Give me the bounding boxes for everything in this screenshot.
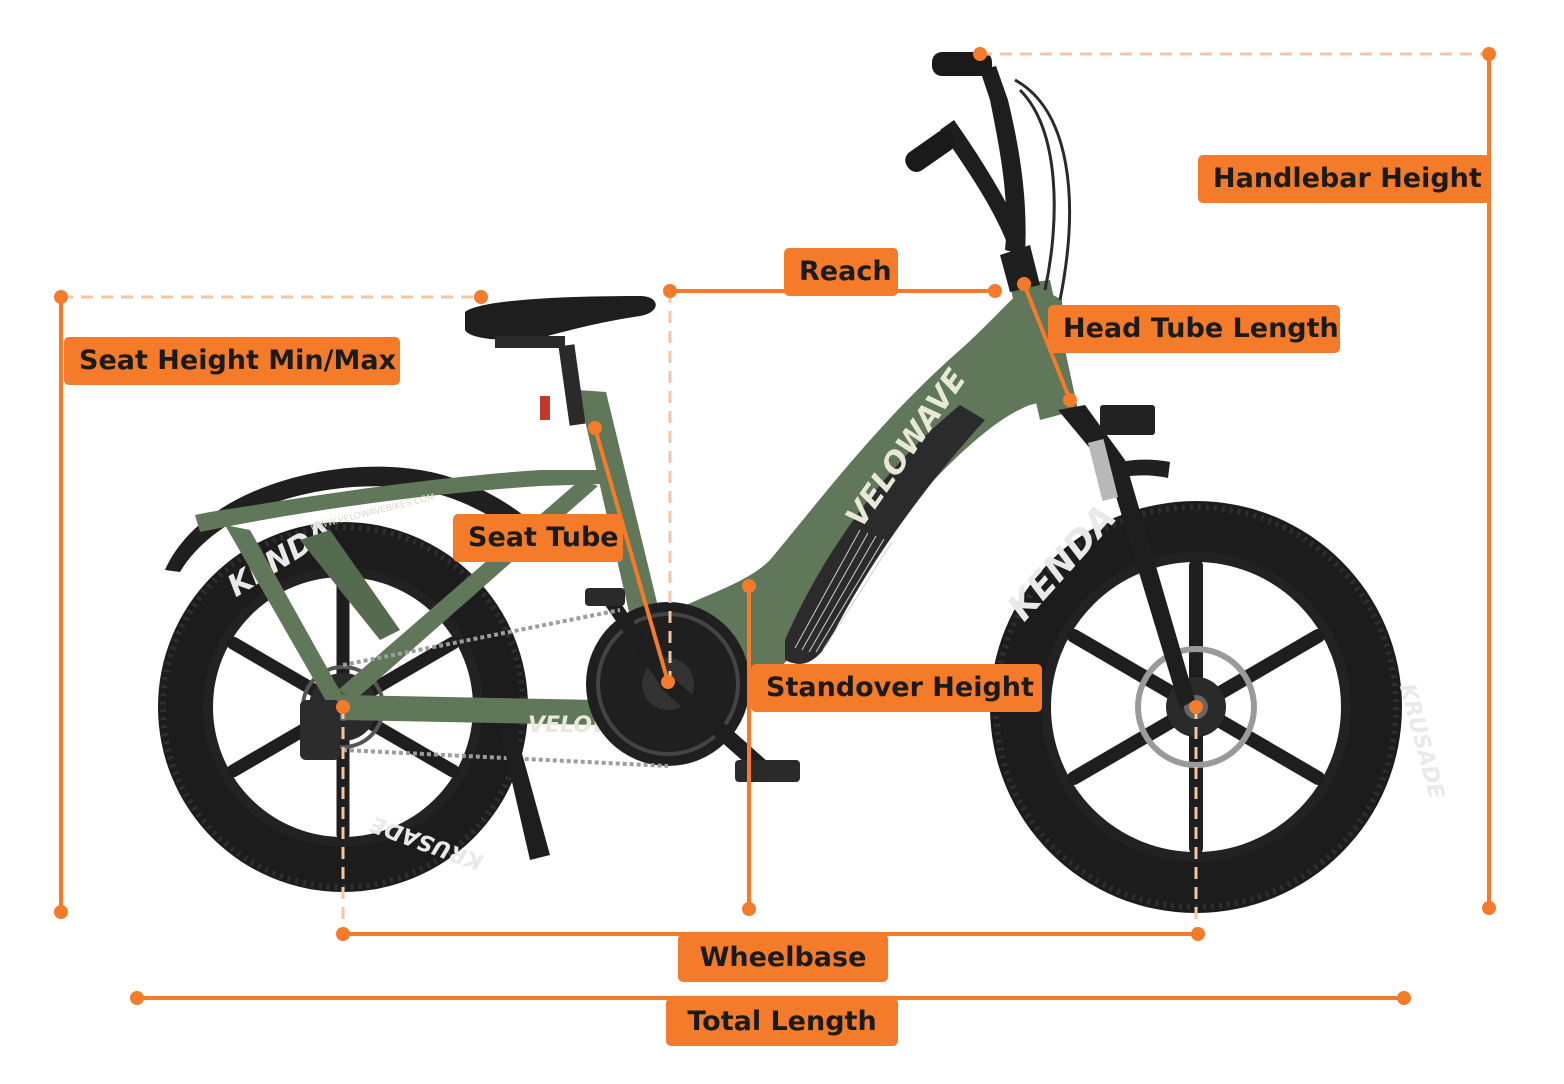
handlebar-height-top-dot: [1482, 47, 1496, 61]
wheelbase-right-dot: [1191, 927, 1205, 941]
seat-height-top-dot: [54, 290, 68, 304]
standover-top-dot: [742, 579, 756, 593]
label-seat-height: Seat Height Min/Max: [64, 337, 400, 385]
head-tube-line: [1022, 283, 1072, 401]
seat-tube-top-dot: [588, 421, 602, 435]
rear-axle-dot: [336, 700, 350, 714]
seat-tube-line: [593, 427, 670, 683]
label-handlebar-height: Handlebar Height: [1198, 155, 1490, 203]
tail-light: [540, 396, 550, 420]
front-wheel: KENDA KRUSADE: [990, 497, 1448, 913]
fork-stanchion: [1087, 438, 1119, 502]
reach-right-dot: [988, 284, 1002, 298]
handlebar-height-bottom-dot: [1482, 901, 1496, 915]
battery-pattern: [794, 529, 893, 653]
saddle-top-dot: [474, 290, 488, 304]
rear-rack: [195, 470, 602, 532]
kickstand: [500, 728, 550, 860]
reach-left-dot: [663, 284, 677, 298]
seat-height-bottom-dot: [54, 905, 68, 919]
label-reach: Reach: [784, 248, 898, 296]
total-length-left-dot: [130, 991, 144, 1005]
brake-cables: [1014, 78, 1072, 301]
label-seat-tube: Seat Tube: [453, 514, 623, 562]
head-tube-top-dot: [1017, 277, 1031, 291]
label-wheelbase: Wheelbase: [678, 934, 888, 982]
main-frame: [620, 282, 1063, 714]
wheelbase-left-dot: [336, 927, 350, 941]
headlight: [1100, 405, 1155, 435]
seat-post: [558, 344, 586, 426]
label-head-tube-length: Head Tube Length: [1048, 305, 1340, 353]
front-axle-dot: [1189, 700, 1203, 714]
grip-right: [905, 130, 956, 172]
head-tube-frame: [1010, 280, 1078, 420]
saddle: [465, 296, 656, 340]
label-standover-height: Standover Height: [751, 664, 1042, 712]
saddle-rails: [495, 336, 565, 348]
front-tire-model: KRUSADE: [1394, 681, 1449, 801]
battery-panel: [785, 405, 985, 664]
handlebar-rear: [940, 120, 1025, 245]
chain-stay: [340, 690, 660, 725]
rack-strut: [300, 530, 400, 640]
stem: [1000, 245, 1040, 292]
total-length-right-dot: [1397, 991, 1411, 1005]
seat-tube-bottom-dot: [661, 675, 675, 689]
standover-bottom-dot: [742, 902, 756, 916]
label-total-length: Total Length: [666, 998, 898, 1046]
rack-support: [225, 525, 345, 708]
head-tube-bottom-dot: [1063, 393, 1077, 407]
front-fork: [1058, 405, 1195, 708]
handlebar-top-dot: [973, 47, 987, 61]
handlebar: [980, 66, 1026, 255]
